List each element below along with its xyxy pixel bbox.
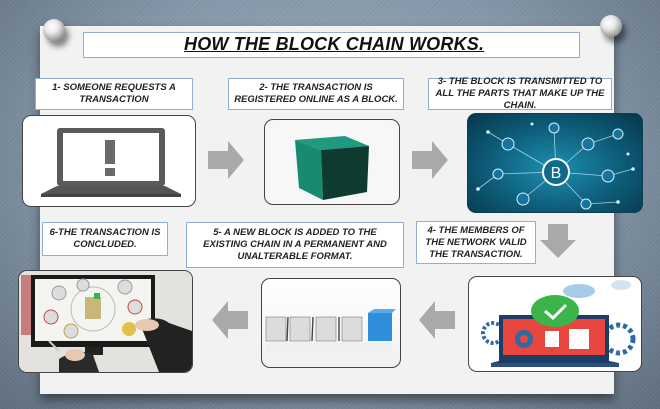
step-2-label: 2- THE TRANSACTION IS REGISTERED ONLINE …: [228, 78, 404, 110]
arrow-right-icon: [412, 141, 448, 179]
bitcoin-network: B: [476, 122, 635, 210]
pushpin-icon: [43, 19, 65, 41]
step-3-label: 3- THE BLOCK IS TRANSMITTED TO ALL THE P…: [428, 76, 612, 111]
arrow-left-icon: [212, 301, 248, 339]
block-chain-row: [265, 309, 396, 353]
step-6-label: 6-THE TRANSACTION IS CONCLUDED.: [42, 222, 168, 256]
laptop-check-validation: [481, 280, 636, 367]
pushpin-icon: [600, 15, 622, 37]
step-5-label: 5- A NEW BLOCK IS ADDED TO THE EXISTING …: [186, 222, 404, 268]
step-2-image: [264, 119, 400, 205]
page-title: HOW THE BLOCK CHAIN WORKS.: [184, 34, 485, 54]
step-1-image: [22, 115, 196, 207]
arrow-down-icon: [540, 224, 576, 258]
laptop-alert-icon: [41, 128, 181, 197]
step-3-image: B: [467, 113, 643, 213]
step-1-label: 1- SOMEONE REQUESTS A TRANSACTION: [35, 78, 193, 110]
bitcoin-icon: B: [551, 165, 562, 182]
step-4-image: [468, 276, 642, 372]
step-6-image: [18, 270, 193, 373]
green-cube: [295, 136, 369, 200]
step-5-image: [261, 278, 401, 368]
arrow-left-icon: [419, 301, 455, 339]
title-box: [83, 32, 580, 58]
person-at-monitor: [19, 271, 192, 372]
arrow-right-icon: [208, 141, 244, 179]
step-4-label: 4- THE MEMBERS OF THE NETWORK VALID THE …: [416, 221, 536, 264]
